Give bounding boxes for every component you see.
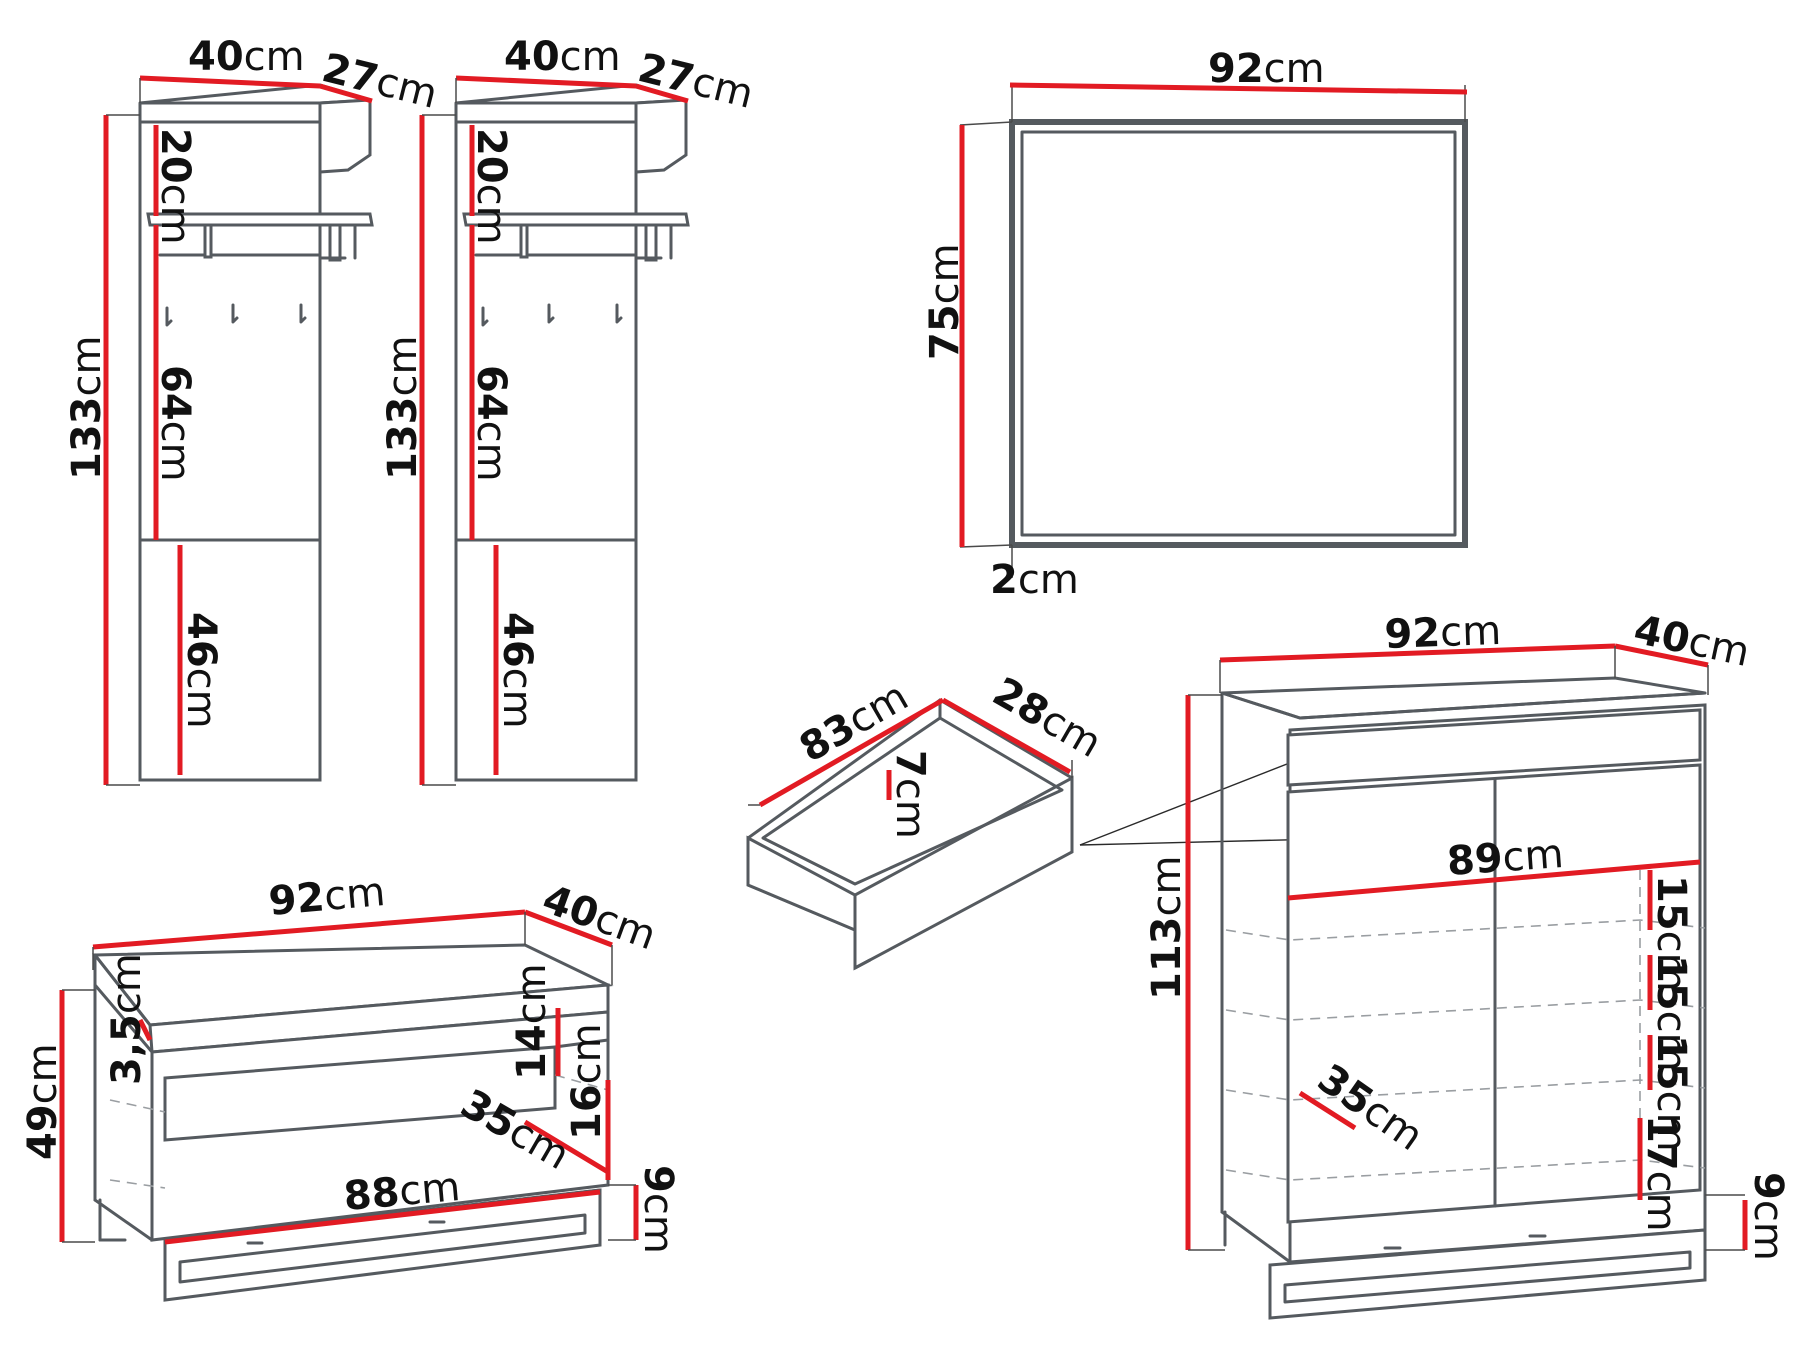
panel-a-bottom-label: 46cm [178, 612, 224, 729]
panel-b-hooks [481, 303, 623, 327]
panel-a-depth-line [319, 83, 373, 104]
shoe-bench: 92cm 40cm 49cm 3,5cm 14cm 16cm 35cm 88cm… [20, 869, 681, 1302]
bench-base-label: 9cm [635, 1165, 681, 1254]
drawer-depth-line [941, 697, 1072, 775]
cabinet-depth-label: 40cm [1630, 607, 1754, 676]
bench-height-label: 49cm [20, 1043, 66, 1160]
wall-panel-b: 40cm 27cm 133cm 20cm 64cm 46cm [380, 34, 758, 786]
mirror-width-line [1009, 82, 1468, 95]
mirror-width-label: 92cm [1208, 46, 1325, 92]
cabinet-shelf-1-label: 15cm [1648, 875, 1694, 992]
bench-compartment-label: 16cm [564, 1023, 610, 1140]
drawer: 83cm 28cm 7cm [746, 669, 1363, 971]
panel-a-side [318, 98, 372, 174]
panel-a-height-label: 133cm [64, 336, 110, 480]
bench-drawer-label: 14cm [509, 963, 555, 1080]
cabinet-inner-width-label: 89cm [1445, 831, 1565, 885]
bench-width-line [92, 909, 526, 950]
panel-a-width-label: 40cm [188, 34, 305, 80]
drawer-leader-1 [1079, 754, 1311, 846]
panel-b-side [634, 98, 688, 174]
cabinet-height-label: 113cm [1144, 856, 1190, 1000]
cabinet-width-label: 92cm [1384, 608, 1502, 658]
mirror-height-label: 75cm [922, 243, 968, 360]
panel-a-shelf [146, 212, 374, 227]
cabinet-shelf-2-label: 15cm [1648, 955, 1694, 1072]
panel-b-front [454, 120, 638, 782]
panel-a-width-line [139, 75, 321, 89]
wall-panel-a: 40cm 27cm 133cm 20cm 64cm 46cm [64, 34, 442, 786]
cabinet-base-label: 9cm [1745, 1172, 1791, 1261]
panel-a-hooks [165, 303, 307, 327]
panel-b-width-line [455, 75, 637, 89]
bench-inner-depth-line [523, 1119, 610, 1175]
cabinet-inner-depth-line [1298, 1090, 1357, 1131]
bench-drawer [163, 1045, 557, 1142]
bench-depth-label: 40cm [537, 876, 662, 959]
bench-inner-width-label: 88cm [342, 1164, 462, 1220]
panel-b-depth-line [635, 83, 689, 104]
bench-top-label: 3,5cm [104, 953, 150, 1085]
drawer-height-label: 7cm [887, 750, 933, 839]
drawer-width-line [758, 697, 945, 808]
mirror-thickness-label: 2cm [990, 557, 1079, 603]
cabinet-base [1268, 1228, 1707, 1320]
panel-b-top-label: 20cm [468, 128, 514, 245]
cabinet-shelf-4-label: 17cm [1638, 1115, 1684, 1232]
bench-inner-width-line [164, 1189, 601, 1245]
mirror: 92cm 75cm 2cm [922, 46, 1468, 603]
panel-a-front [138, 120, 322, 782]
panel-a-middle-label: 64cm [152, 365, 198, 482]
cabinet-inner-width-line [1287, 859, 1701, 901]
shoe-cabinet: 92cm 40cm 113cm 89cm 15cm 15cm 15cm 17cm… [1144, 607, 1791, 1320]
panel-b-width-label: 40cm [504, 34, 621, 80]
cabinet-shelf-3-label: 15cm [1648, 1035, 1694, 1152]
mirror-frame [1009, 119, 1468, 548]
bench-width-label: 92cm [267, 869, 387, 925]
mirror-glass [1020, 130, 1457, 537]
bench-top-line [137, 1018, 153, 1042]
cabinet-depth-line [1614, 643, 1709, 668]
cabinet-drawer [1286, 708, 1702, 787]
panel-b-height-label: 133cm [380, 336, 426, 480]
cabinet-width-line [1219, 643, 1616, 663]
panel-a-top-label: 20cm [152, 128, 198, 245]
panel-b-bottom-label: 46cm [494, 612, 540, 729]
bench-depth-line [524, 909, 613, 948]
panel-b-middle-label: 64cm [468, 365, 514, 482]
panel-b-shelf [462, 212, 690, 227]
